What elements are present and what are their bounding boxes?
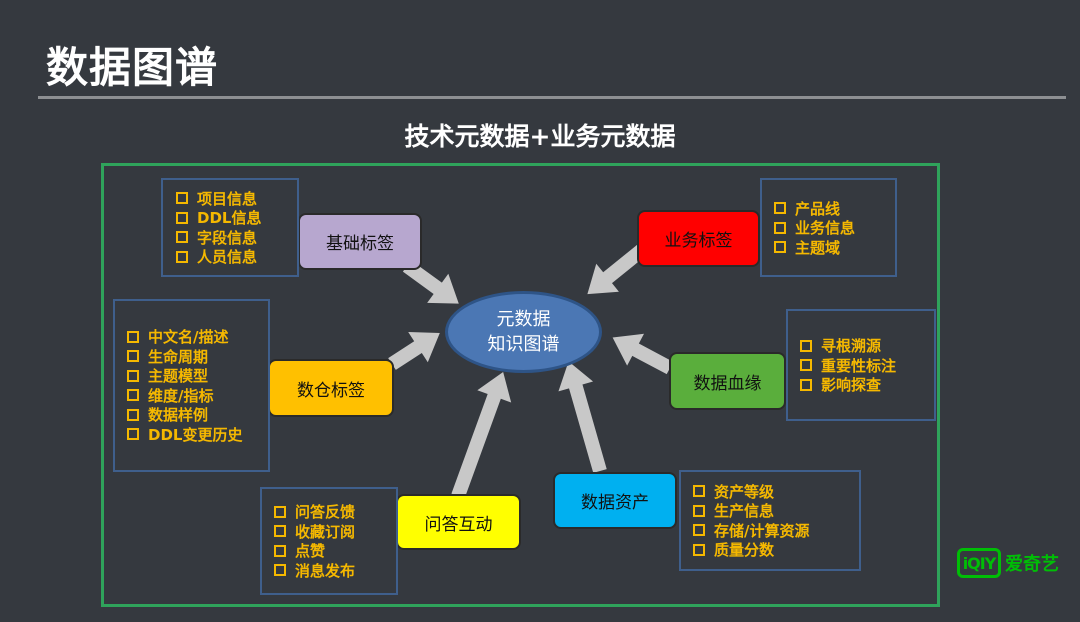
list-qa: 问答反馈 收藏订阅 点赞 消息发布 <box>260 487 398 595</box>
bullet-icon <box>774 221 786 234</box>
list-item: DDL信息 <box>176 208 297 228</box>
list-item: 影响探查 <box>800 375 934 395</box>
center-line-1: 元数据 <box>496 309 551 330</box>
iqiyi-logo-text: 爱奇艺 <box>1005 554 1059 575</box>
tag-qa[interactable]: 问答互动 <box>396 494 521 550</box>
bullet-icon <box>693 524 705 537</box>
list-item: 寻根溯源 <box>800 336 934 356</box>
bullet-icon <box>127 350 139 363</box>
diagram-frame <box>101 163 940 607</box>
bullet-icon <box>176 250 188 263</box>
tag-asset[interactable]: 数据资产 <box>553 472 677 529</box>
bullet-icon <box>274 544 286 557</box>
page-title: 数据图谱 <box>46 43 219 92</box>
list-item: 产品线 <box>774 198 895 218</box>
list-item: 人员信息 <box>176 247 297 267</box>
bullet-icon <box>693 504 705 517</box>
list-item: 字段信息 <box>176 228 297 248</box>
list-item: 问答反馈 <box>274 502 396 522</box>
tag-lineage[interactable]: 数据血缘 <box>669 352 786 410</box>
list-item: 项目信息 <box>176 189 297 209</box>
list-item: 生产信息 <box>693 501 859 521</box>
bullet-icon <box>800 378 812 391</box>
center-line-2: 知识图谱 <box>487 334 560 355</box>
list-item: DDL变更历史 <box>127 425 268 445</box>
bullet-icon <box>774 202 786 214</box>
tag-business[interactable]: 业务标签 <box>637 210 760 267</box>
bullet-icon <box>176 231 188 244</box>
arrow-lineage <box>612 333 674 375</box>
arrow-warehouse <box>388 332 440 370</box>
bullet-icon <box>127 408 139 421</box>
list-item: 主题模型 <box>127 366 268 386</box>
list-item: 主题域 <box>774 237 895 257</box>
list-item: 资产等级 <box>693 482 859 502</box>
iqiyi-logo-icon: iQIY <box>957 548 1001 578</box>
bullet-icon <box>274 505 286 518</box>
bullet-icon <box>176 192 188 205</box>
list-item: 中文名/描述 <box>127 327 268 347</box>
arrow-qa <box>451 371 512 499</box>
list-item: 数据样例 <box>127 405 268 425</box>
bullet-icon <box>127 369 139 382</box>
bullet-icon <box>127 330 139 343</box>
bullet-icon <box>693 485 705 498</box>
list-item: 消息发布 <box>274 561 396 581</box>
list-asset: 资产等级 生产信息 存储/计算资源 质量分数 <box>679 470 861 571</box>
bullet-icon <box>800 339 812 352</box>
list-item: 质量分数 <box>693 540 859 560</box>
tag-warehouse[interactable]: 数仓标签 <box>268 359 394 417</box>
title-divider <box>38 96 1066 99</box>
tag-basic[interactable]: 基础标签 <box>298 213 422 270</box>
list-item: 生命周期 <box>127 347 268 367</box>
bullet-icon <box>693 543 705 556</box>
list-basic: 项目信息 DDL信息 字段信息 人员信息 <box>161 178 299 277</box>
list-lineage: 寻根溯源 重要性标注 影响探查 <box>786 309 936 421</box>
arrow-business <box>587 239 653 295</box>
bullet-icon <box>127 428 139 441</box>
bullet-icon <box>176 211 188 224</box>
list-warehouse: 中文名/描述 生命周期 主题模型 维度/指标 数据样例 DDL变更历史 <box>113 299 270 472</box>
list-item: 重要性标注 <box>800 355 934 375</box>
bullet-icon <box>800 359 812 371</box>
bullet-icon <box>274 525 286 538</box>
list-item: 维度/指标 <box>127 386 268 406</box>
bullet-icon <box>774 241 786 253</box>
bullet-icon <box>127 389 139 402</box>
list-item: 点赞 <box>274 541 396 561</box>
list-business: 产品线 业务信息 主题域 <box>760 178 897 277</box>
arrow-asset <box>558 361 607 473</box>
center-node[interactable]: 元数据 知识图谱 <box>445 291 602 373</box>
list-item: 业务信息 <box>774 218 895 238</box>
list-item: 收藏订阅 <box>274 522 396 542</box>
diagram-subtitle: 技术元数据+业务元数据 <box>404 122 676 151</box>
bullet-icon <box>274 564 286 577</box>
arrow-basic <box>402 260 459 304</box>
iqiyi-logo: iQIY 爱奇艺 <box>957 548 1059 578</box>
list-item: 存储/计算资源 <box>693 521 859 541</box>
